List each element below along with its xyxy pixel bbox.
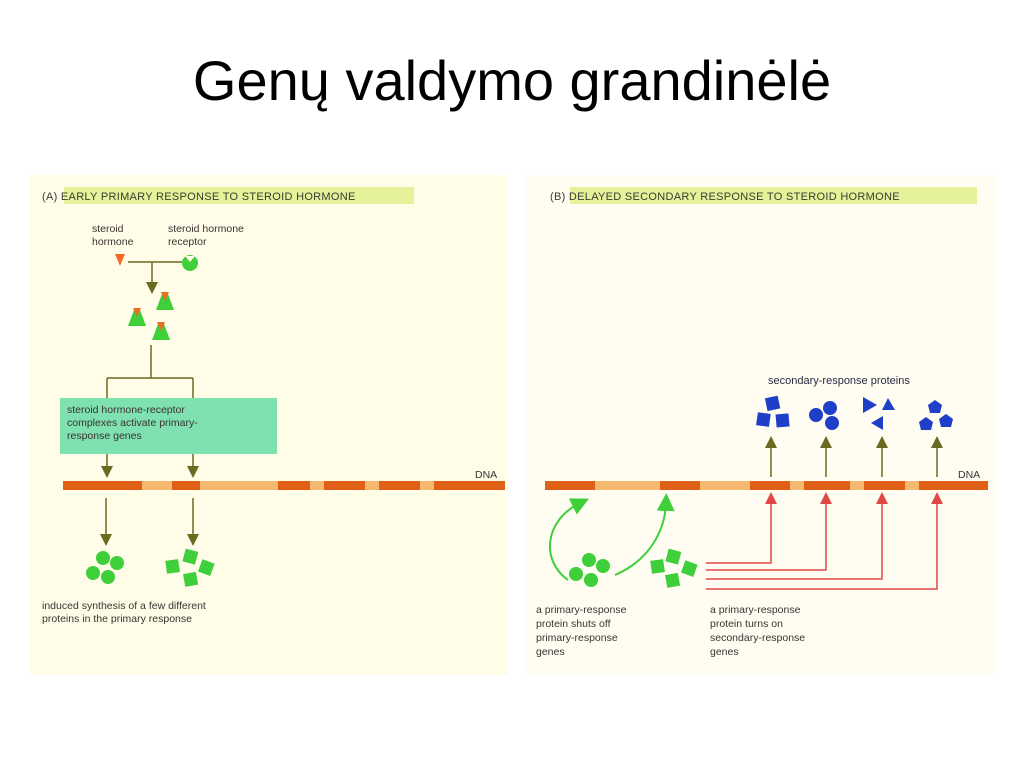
secondary-proteins-label: secondary-response proteins: [768, 375, 910, 387]
blue-square-proteins-icon: [756, 395, 790, 428]
complex-label-box: [60, 398, 277, 454]
hormone-receptor-complexes-icon: [128, 292, 174, 340]
red-line-4: [706, 492, 943, 590]
red-line-1: [706, 492, 777, 564]
blue-circle-proteins-icon: [809, 401, 839, 430]
blue-triangle-proteins-icon: [863, 397, 895, 430]
green-circle-proteins-b-icon: [569, 553, 610, 587]
green-square-proteins-b-icon: [650, 548, 698, 588]
dna-label-a: DNA: [475, 469, 497, 481]
dna-strand-b: [545, 481, 988, 490]
shutoff-label: a primary-response protein shuts off pri…: [536, 604, 629, 658]
panel-a-heading: (A) EARLY PRIMARY RESPONSE TO STEROID HO…: [42, 191, 356, 203]
turnon-label: a primary-response protein turns on seco…: [710, 604, 808, 658]
green-square-proteins-icon: [165, 548, 215, 587]
dna-label-b: DNA: [958, 469, 980, 481]
shutoff-arrow-left: [548, 498, 589, 581]
synthesis-label: induced synthesis of a few different pro…: [42, 600, 209, 625]
receptor-label: steroid hormone receptor: [168, 223, 247, 248]
panel-a-heading-highlight: [64, 187, 414, 204]
red-line-3: [706, 492, 888, 580]
dna-strand-a: [63, 481, 505, 490]
red-line-2: [706, 492, 832, 571]
panel-b-heading: (B) DELAYED SECONDARY RESPONSE TO STEROI…: [550, 191, 900, 203]
red-activation-lines: [706, 492, 943, 590]
complex-label: steroid hormone-receptor complexes activ…: [67, 404, 201, 442]
steroid-hormone-icon: [115, 254, 125, 266]
green-circle-proteins-icon: [86, 551, 124, 584]
slide-title: Genų valdymo grandinėlė: [192, 49, 832, 112]
receptor-icon: [182, 255, 198, 271]
blue-pentagon-proteins-icon: [919, 400, 953, 430]
panel-a: (A) EARLY PRIMARY RESPONSE TO STEROID HO…: [42, 187, 505, 625]
shutoff-arrow-right: [614, 493, 675, 576]
panel-b: (B) DELAYED SECONDARY RESPONSE TO STEROI…: [536, 187, 988, 658]
hormone-label: steroid hormone: [92, 223, 134, 248]
panel-b-heading-highlight: [570, 187, 977, 204]
